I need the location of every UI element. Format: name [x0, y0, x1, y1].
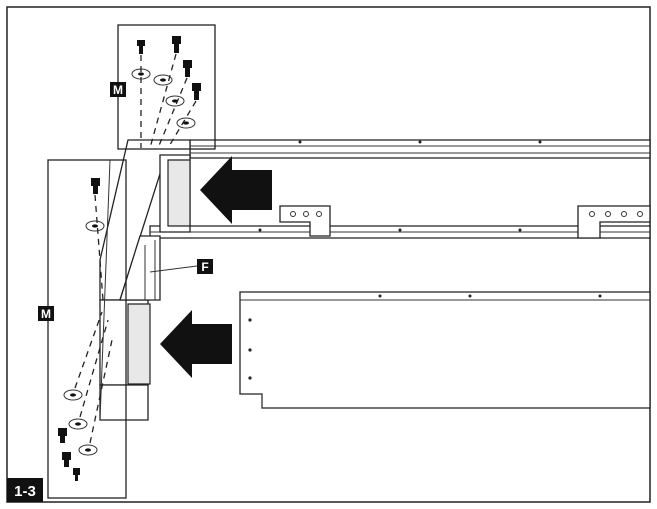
- bolt-icon: [172, 36, 181, 53]
- svg-text:F: F: [201, 260, 208, 274]
- part-f-callout: F: [149, 259, 213, 274]
- washer-icon: [85, 220, 105, 232]
- hardware-label-top: M: [110, 82, 126, 97]
- bolt-icon: [73, 468, 80, 481]
- bolt-icon: [137, 40, 145, 54]
- svg-text:M: M: [41, 307, 51, 321]
- bolt-icon: [91, 178, 100, 194]
- step-label: 1-3: [7, 478, 43, 502]
- hardware-box-left: M: [38, 159, 127, 499]
- washer-icon: [63, 389, 83, 401]
- diagram-border: [6, 6, 651, 503]
- lower-panel: [239, 291, 651, 409]
- bolt-icon: [62, 452, 71, 467]
- hardware-box-top: M: [110, 24, 216, 150]
- washer-icon: [165, 95, 185, 107]
- svg-text:1-3: 1-3: [14, 483, 36, 500]
- bolt-icon: [192, 83, 201, 100]
- svg-text:M: M: [113, 83, 123, 97]
- bolt-icon: [58, 428, 67, 443]
- arrow-left-icon: [160, 310, 232, 378]
- washer-icon: [176, 117, 196, 129]
- bolt-icon: [183, 60, 192, 77]
- end-post: [99, 139, 191, 421]
- washer-icon: [68, 418, 88, 430]
- washer-icon: [78, 444, 98, 456]
- washer-icon: [153, 74, 173, 86]
- arrow-left-icon: [200, 156, 272, 224]
- upper-rail: [149, 139, 651, 239]
- hardware-label-left: M: [38, 306, 54, 321]
